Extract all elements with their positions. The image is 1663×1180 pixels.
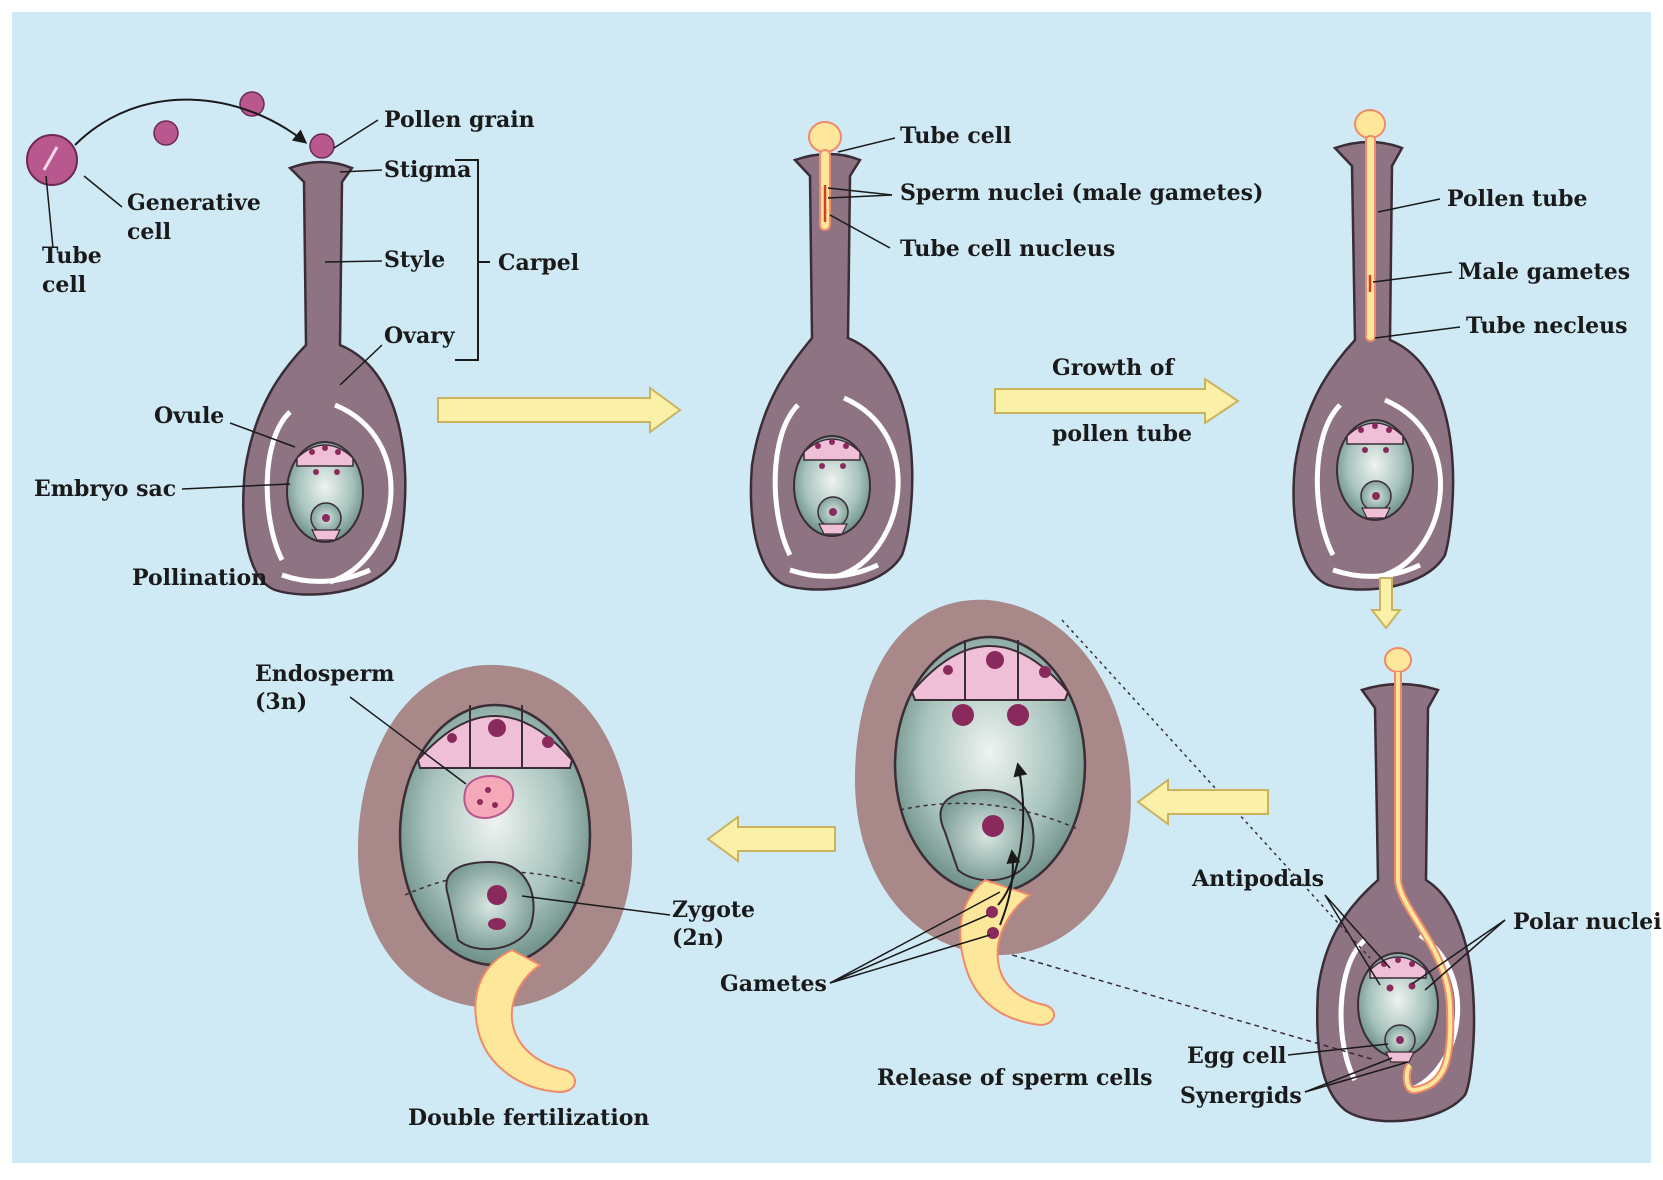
- label-sperm-nuclei: Sperm nuclei (male gametes): [900, 180, 1263, 206]
- label-pollen-tube: Pollen tube: [1447, 186, 1588, 212]
- polar-nucleus: [1007, 704, 1029, 726]
- egg-nucleus: [982, 815, 1004, 837]
- label-stigma: Stigma: [384, 157, 471, 183]
- label-ovary: Ovary: [384, 323, 456, 349]
- label-egg-cell: Egg cell: [1187, 1043, 1286, 1069]
- label-tube-cell-2: Tube cell: [900, 123, 1012, 149]
- label-antipodals: Antipodals: [1191, 866, 1324, 892]
- germinating-pollen: [809, 122, 841, 152]
- polar-nucleus: [1387, 985, 1394, 992]
- label-growth-of: Growth of: [1052, 355, 1175, 381]
- gamete: [986, 906, 998, 918]
- polar-nucleus: [952, 704, 974, 726]
- label-style: Style: [384, 247, 445, 273]
- gamete: [987, 927, 999, 939]
- label-pollen-tube-growth: pollen tube: [1052, 421, 1192, 447]
- pollen-tube: [1366, 136, 1375, 341]
- label-ovule: Ovule: [154, 403, 224, 429]
- pollen-grain: [310, 134, 334, 158]
- label-male-gametes: Male gametes: [1458, 259, 1630, 285]
- label-carpel: Carpel: [498, 250, 579, 276]
- label-release: Release of sperm cells: [877, 1065, 1153, 1091]
- label-tube-necleus: Tube necleus: [1466, 313, 1628, 339]
- label-polar-nuclei: Polar nuclei: [1513, 909, 1662, 935]
- zygote: [446, 862, 533, 949]
- pollen-grain-large: [27, 135, 77, 185]
- label-gametes: Gametes: [720, 971, 827, 997]
- label-pollination: Pollination: [132, 565, 267, 591]
- label-pollen-grain: Pollen grain: [384, 107, 535, 133]
- pollen-tube-head: [1385, 648, 1411, 672]
- pollen-grain: [154, 121, 178, 145]
- label-embryo-sac: Embryo sac: [34, 476, 176, 502]
- label-synergids: Synergids: [1180, 1083, 1302, 1109]
- pollen-tube-head: [1355, 110, 1385, 138]
- label-double-fertilization: Double fertilization: [408, 1105, 649, 1131]
- label-tube-cell-nucleus: Tube cell nucleus: [900, 236, 1115, 262]
